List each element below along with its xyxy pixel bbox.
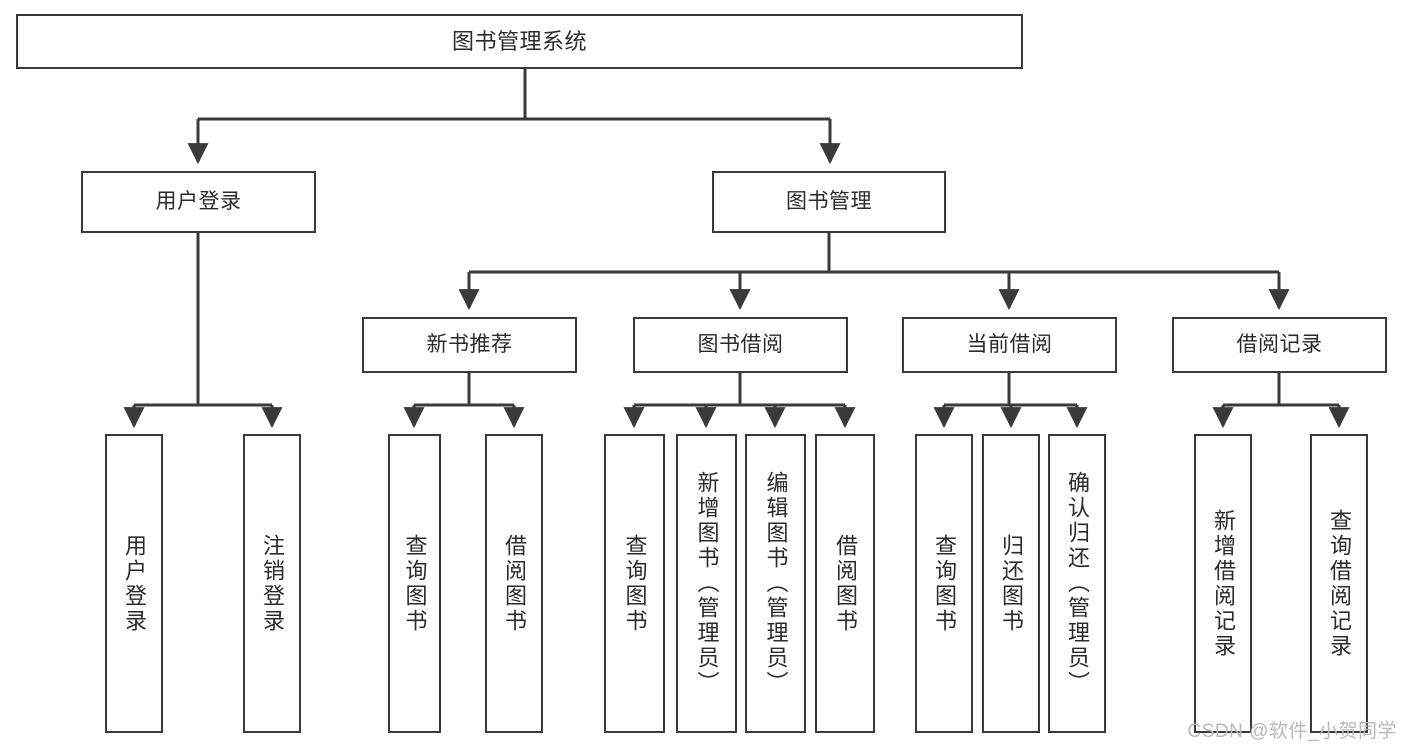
node-book-management-label: 图书管理 (786, 189, 872, 213)
node-new-book-recommend-label: 新书推荐 (426, 332, 513, 356)
leaf-node[interactable]: 新增借阅记录 (1194, 434, 1252, 733)
leaf-node[interactable]: 新增图书（管理员） (676, 434, 737, 733)
leaf-node-label: 查询图书 (931, 533, 957, 634)
node-root[interactable]: 图书管理系统 (16, 14, 1023, 69)
leaf-node-label: 用户登录 (121, 533, 147, 634)
leaf-node[interactable]: 注销登录 (243, 434, 301, 733)
leaf-node-label: 借阅图书 (501, 533, 527, 634)
leaf-node-label: 查询图书 (622, 533, 648, 634)
node-current-borrow[interactable]: 当前借阅 (902, 317, 1117, 373)
node-user-login-label: 用户登录 (155, 189, 242, 213)
node-root-label: 图书管理系统 (451, 28, 587, 54)
leaf-node[interactable]: 查询图书 (915, 434, 973, 733)
leaf-node-label: 借阅图书 (832, 533, 858, 634)
leaf-node-label: 查询图书 (402, 533, 428, 634)
leaf-node-label: 查询借阅记录 (1326, 508, 1352, 659)
leaf-node[interactable]: 查询借阅记录 (1310, 434, 1368, 733)
leaf-node-label: 编辑图书（管理员） (763, 471, 789, 696)
csdn-watermark: CSDN @软件_小贺同学 (1187, 721, 1397, 742)
node-borrow-record-label: 借阅记录 (1236, 332, 1323, 356)
leaf-node-label: 归还图书 (998, 533, 1024, 634)
leaf-node[interactable]: 查询图书 (604, 434, 665, 733)
leaf-node[interactable]: 归还图书 (982, 434, 1040, 733)
leaf-node-label: 新增借阅记录 (1210, 508, 1236, 659)
node-book-borrow-label: 图书借阅 (697, 332, 784, 356)
leaf-node-label: 注销登录 (259, 533, 285, 634)
node-book-borrow[interactable]: 图书借阅 (633, 317, 848, 373)
node-book-management[interactable]: 图书管理 (712, 171, 946, 233)
node-current-borrow-label: 当前借阅 (966, 332, 1053, 356)
leaf-node[interactable]: 查询图书 (388, 434, 441, 733)
node-user-login[interactable]: 用户登录 (81, 171, 316, 233)
node-new-book-recommend[interactable]: 新书推荐 (362, 317, 577, 373)
leaf-node[interactable]: 借阅图书 (815, 434, 875, 733)
leaf-node[interactable]: 确认归还（管理员） (1048, 434, 1106, 733)
leaf-node-label: 确认归还（管理员） (1064, 471, 1090, 696)
node-borrow-record[interactable]: 借阅记录 (1172, 317, 1387, 373)
leaf-node[interactable]: 借阅图书 (485, 434, 543, 733)
leaf-node-label: 新增图书（管理员） (694, 471, 720, 696)
leaf-node[interactable]: 用户登录 (105, 434, 163, 733)
leaf-node[interactable]: 编辑图书（管理员） (745, 434, 806, 733)
